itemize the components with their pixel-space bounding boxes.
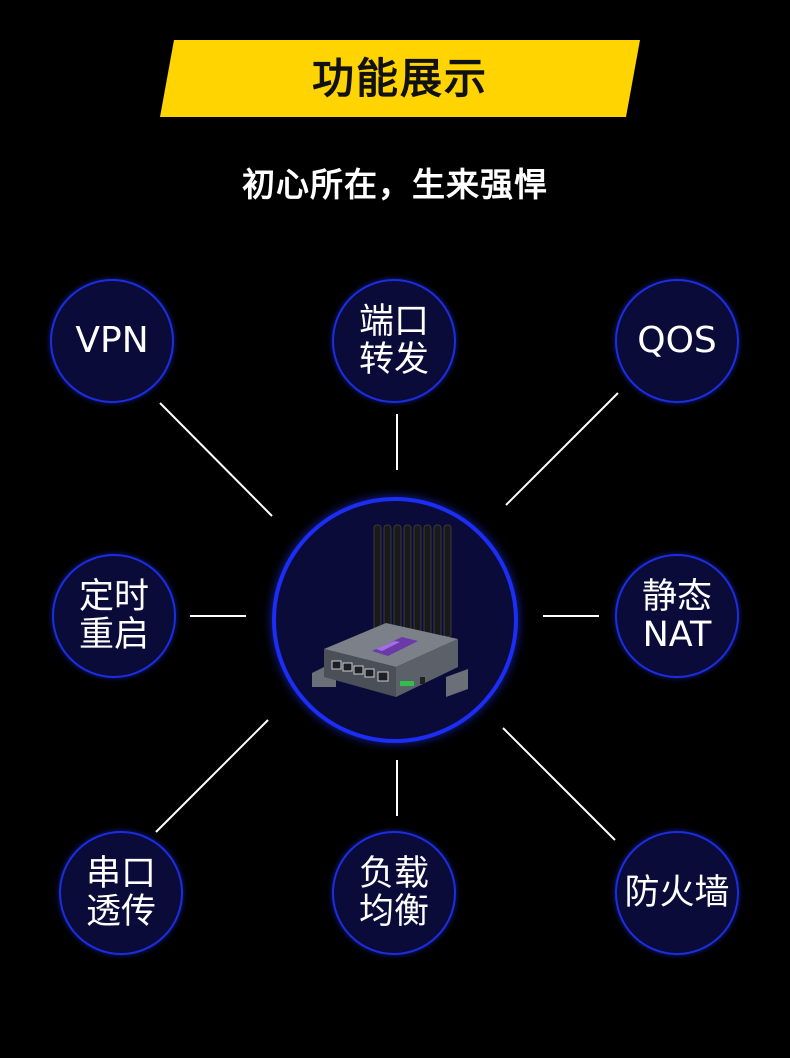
connector-firewall [502, 727, 616, 841]
connector-qos [505, 392, 619, 506]
page-title: 功能展示 [311, 54, 488, 103]
feature-node-port-forwarding: 端口 转发 [332, 279, 456, 403]
banner-shape [160, 40, 640, 117]
feature-node-serial-transparent: 串口 透传 [59, 831, 183, 955]
feature-label: 串口 透传 [85, 854, 156, 932]
feature-node-vpn: VPN [50, 279, 174, 403]
feature-node-static-nat: 静态 NAT [615, 554, 739, 678]
feature-label: 定时 重启 [78, 577, 149, 655]
feature-node-scheduled-reboot: 定时 重启 [52, 554, 176, 678]
feature-label: 静态 NAT [641, 577, 712, 655]
feature-node-firewall: 防火墙 [615, 831, 739, 955]
feature-node-load-balancing: 负载 均衡 [332, 831, 456, 955]
router-icon [312, 524, 468, 697]
subtitle: 初心所在，生来强悍 [242, 165, 548, 204]
feature-node-qos: QOS [615, 279, 739, 403]
connector-vpn [159, 402, 273, 517]
feature-label: 负载 均衡 [358, 854, 429, 932]
feature-label: 防火墙 [624, 873, 730, 913]
connector-serial-transparent [155, 719, 269, 833]
center-device-circle [272, 497, 518, 743]
feature-label: QOS [637, 320, 717, 361]
feature-label: VPN [75, 320, 149, 361]
header-banner: 功能展示 [160, 40, 640, 117]
feature-label: 端口 转发 [358, 302, 429, 380]
